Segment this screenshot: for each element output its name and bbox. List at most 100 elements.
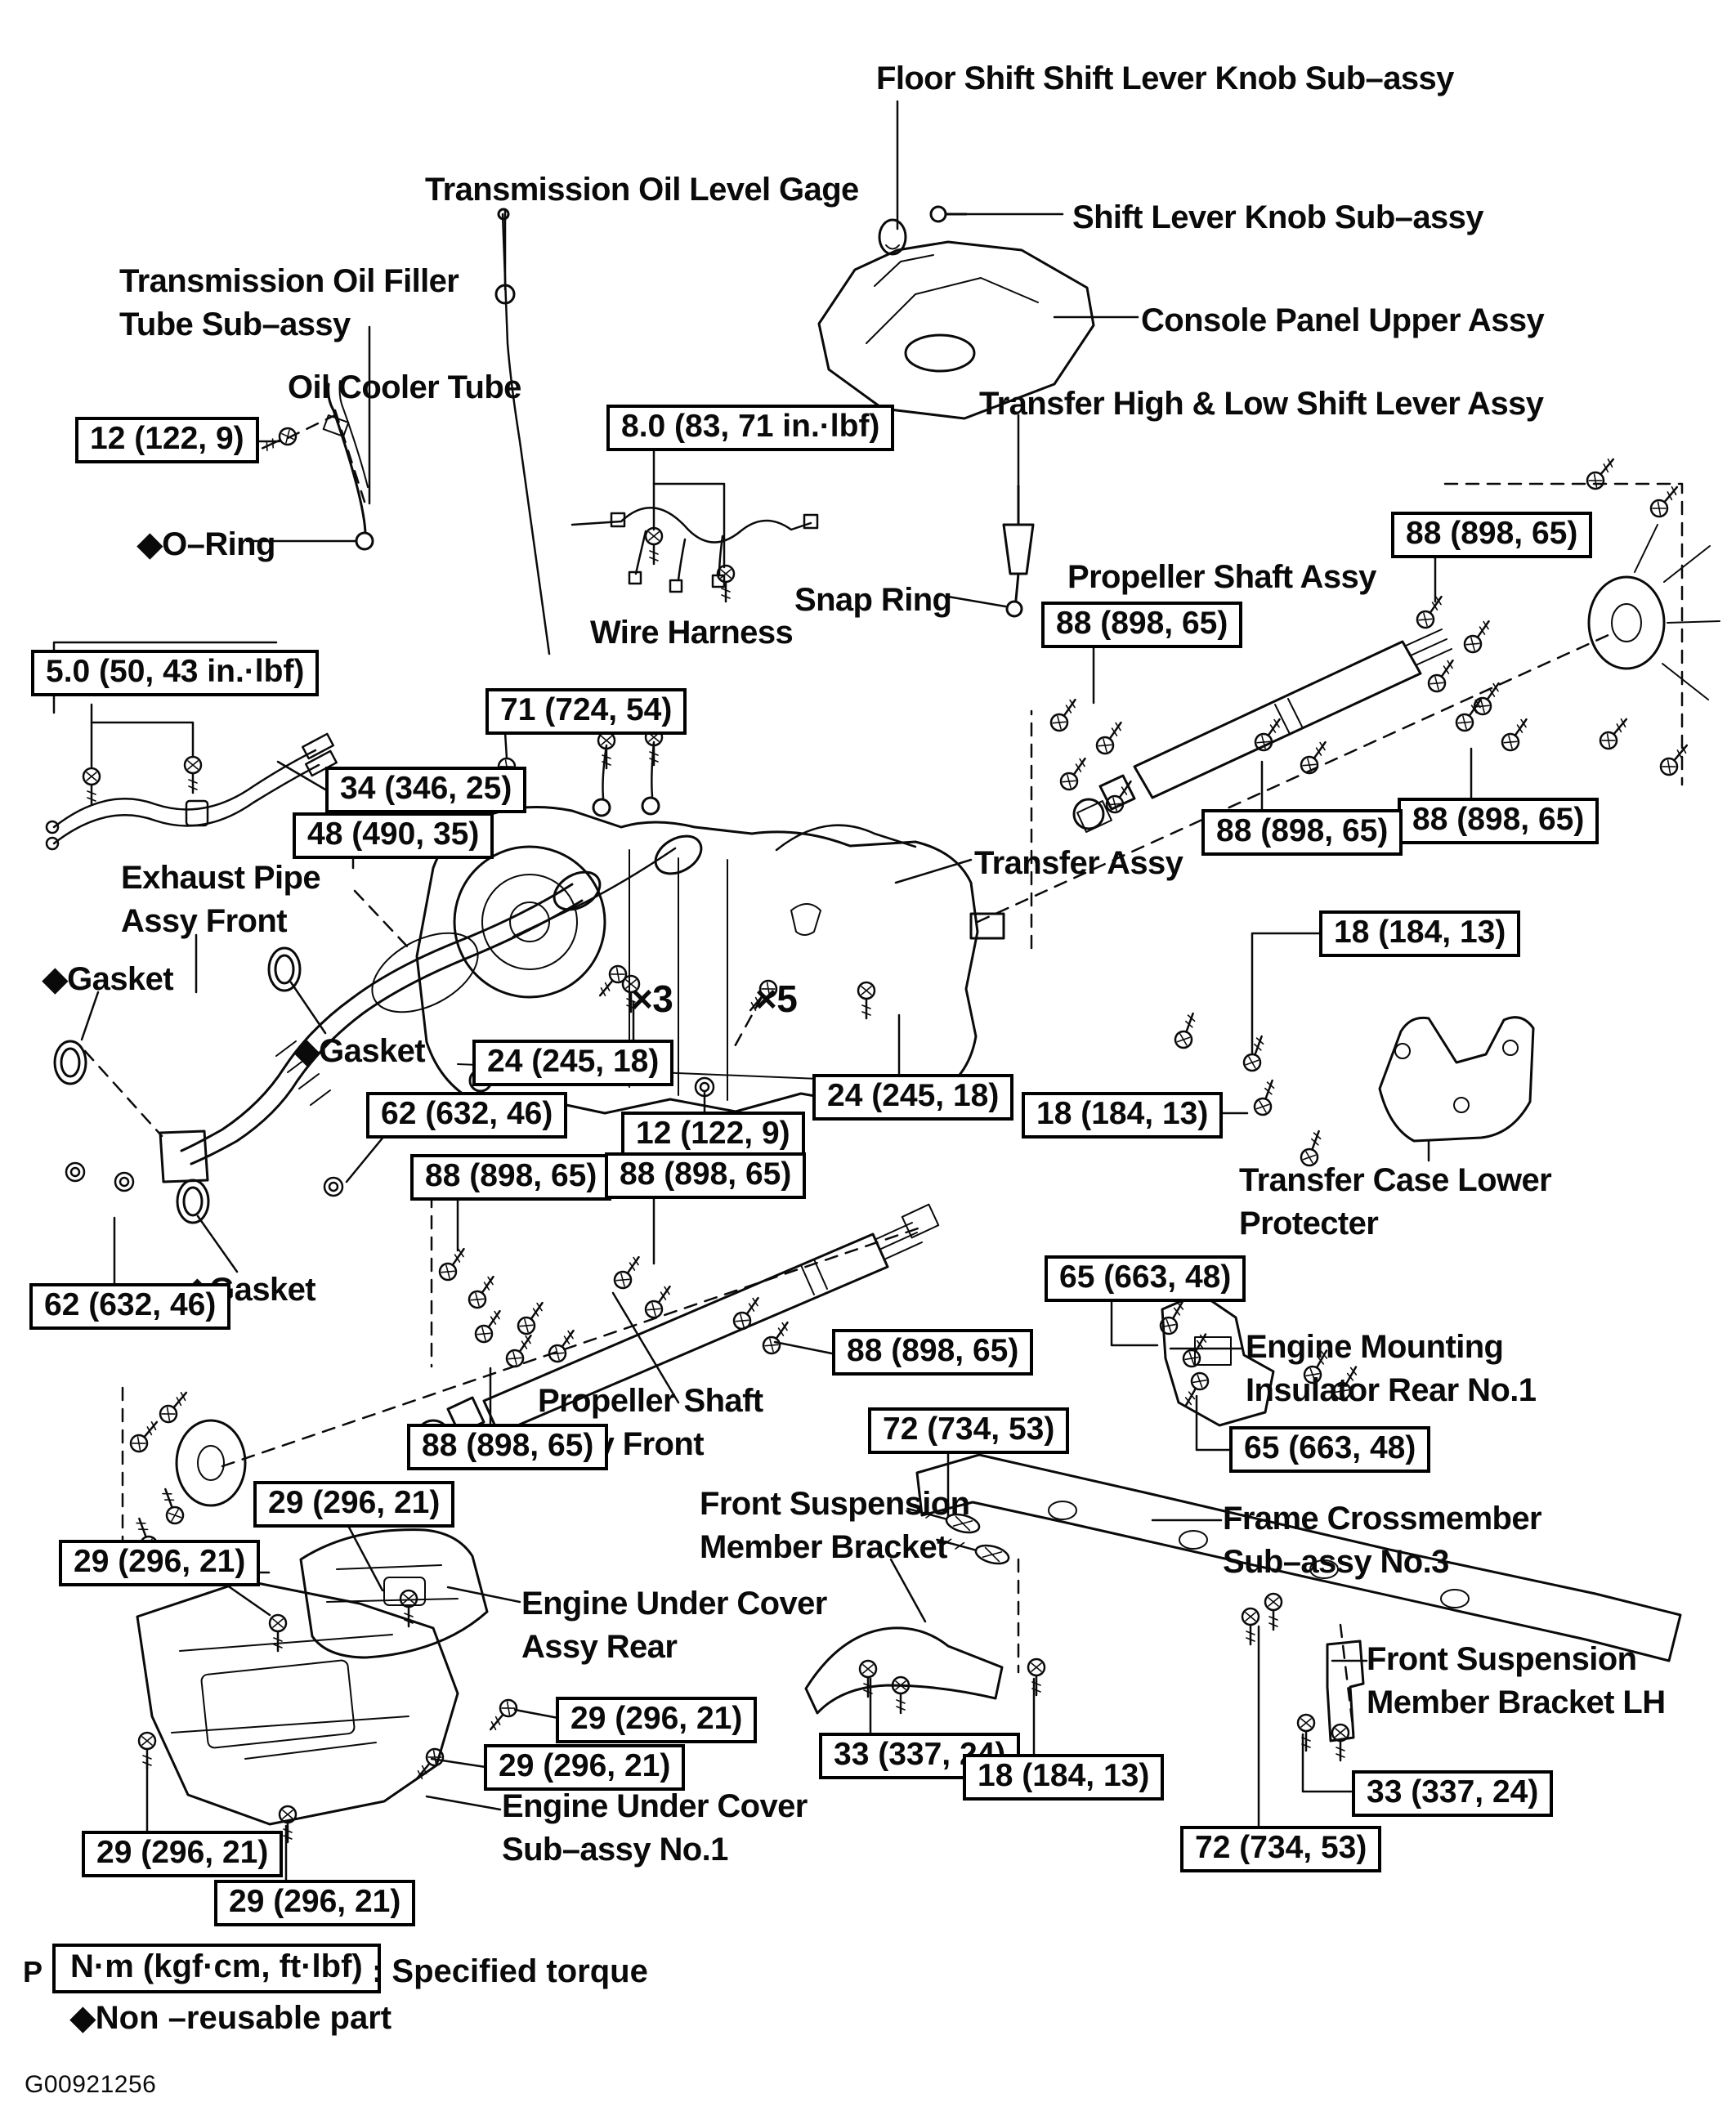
bolt-icon: [1656, 739, 1695, 780]
gasket-ring-icon: [53, 1040, 87, 1085]
dash-line: [734, 997, 762, 1048]
o-ring-icon: [356, 533, 373, 549]
leader-line: [1252, 933, 1321, 1054]
label-transfer-assy-text: Transfer Assy: [974, 845, 1183, 881]
label-exhaust-pipe-front-text: Exhaust Pipe: [121, 860, 321, 896]
torque-spec-box: 29 (296, 21): [556, 1697, 758, 1743]
exhaust-pipe-art: [53, 829, 708, 1224]
bolt-icon: [1497, 713, 1535, 755]
label-multiplier-x3: ×3: [631, 977, 673, 1021]
bolt-icon: [610, 1250, 647, 1293]
bolt-icon: [1171, 1009, 1202, 1052]
label-oil-cooler-tube: Oil Cooler Tube: [288, 366, 521, 409]
bolt-icon: [435, 1242, 472, 1285]
bolt-icon: [1646, 481, 1685, 521]
bolt-icon: [1296, 736, 1334, 778]
label-multiplier-x5: ×5: [755, 977, 798, 1021]
nut-icon: [114, 1171, 135, 1192]
torque-spec-box: 71 (724, 54): [485, 688, 687, 735]
nut-icon: [65, 1161, 86, 1183]
snap-ring-icon: [1007, 602, 1022, 616]
leader-line: [1303, 1734, 1351, 1792]
label-gasket-2-text: ◆Gasket: [294, 1033, 426, 1069]
front-susp-bracket-art: [806, 1628, 1002, 1713]
torque-spec-box: 72 (734, 53): [868, 1407, 1070, 1454]
dash-line: [1340, 1625, 1353, 1733]
leader-line: [347, 1524, 383, 1590]
torque-spec-box: 5.0 (50, 43 in.·lbf): [31, 650, 320, 696]
torque-spec-box: 29 (296, 21): [214, 1880, 416, 1926]
label-shift-lever-knob-text: Shift Lever Knob Sub–assy: [1072, 199, 1484, 235]
shift-knob-art: [879, 207, 966, 254]
label-o-ring: ◆O–Ring: [137, 523, 275, 566]
label-propeller-shaft-assy-text: Propeller Shaft Assy: [1067, 559, 1376, 595]
leader-line: [775, 1342, 832, 1353]
label-under-cover-rear-text: Engine Under Cover: [521, 1586, 827, 1622]
label-o-ring-text: ◆O–Ring: [137, 526, 275, 562]
oil-cooler-tube-art: [47, 734, 337, 849]
torque-spec-box: 65 (663, 48): [1229, 1426, 1431, 1473]
leader-line: [278, 762, 325, 790]
torque-spec-box: 88 (898, 65): [1391, 512, 1593, 558]
leader-line: [948, 597, 1005, 606]
torque-spec-box: 29 (296, 21): [253, 1481, 455, 1528]
torque-spec-box: 34 (346, 25): [325, 767, 527, 813]
dash-line: [978, 634, 1610, 922]
torque-spec-box: 33 (337, 24): [1352, 1770, 1554, 1817]
torque-spec-box: 65 (663, 48): [1045, 1255, 1246, 1302]
torque-spec-box: 88 (898, 65): [407, 1424, 609, 1470]
label-snap-ring-text: Snap Ring: [794, 582, 952, 618]
bolt-icon: [82, 767, 101, 806]
explode-dash-lines: [85, 410, 1682, 1733]
bolt-icon: [597, 731, 616, 770]
label-front-susp-bracket-lh-text: Member Bracket LH: [1367, 1684, 1666, 1720]
label-transfer-case-protecter-text: Transfer Case Lower: [1239, 1162, 1552, 1198]
bolt-icon: [891, 1675, 911, 1715]
torque-spec-box: 88 (898, 65): [1398, 798, 1600, 844]
leader-line: [1197, 1396, 1230, 1450]
dash-line: [85, 1051, 162, 1136]
bolt-icon: [1240, 1032, 1271, 1075]
dash-line: [335, 410, 365, 502]
torque-spec-box: 8.0 (83, 71 in.·lbf): [606, 405, 895, 451]
label-gasket-2: ◆Gasket: [294, 1030, 426, 1073]
legend-torque-note: : Specified torque: [372, 1953, 648, 1989]
label-gasket-1-text: ◆Gasket: [43, 961, 174, 997]
bolt-icon: [729, 1291, 767, 1334]
label-transfer-shift-lever: Transfer High & Low Shift Lever Assy: [979, 382, 1544, 426]
bolt-icon: [644, 526, 664, 566]
label-transfer-case-protecter-text: Protecter: [1239, 1206, 1379, 1241]
legend-prefix: P: [23, 1955, 43, 1989]
wire-harness-art: [572, 508, 817, 592]
leader-line: [505, 732, 507, 758]
label-oil-level-gage: Transmission Oil Level Gage: [425, 168, 859, 212]
leader-line: [1112, 1300, 1157, 1345]
torque-spec-box: 88 (898, 65): [605, 1152, 807, 1199]
label-frame-crossmember-text: Frame Crossmember: [1223, 1501, 1542, 1537]
bolt-icon: [126, 1416, 165, 1456]
torque-spec-box: 72 (734, 53): [1180, 1826, 1382, 1872]
label-transfer-assy: Transfer Assy: [974, 842, 1183, 885]
dash-line: [355, 891, 410, 950]
label-frame-crossmember-text: Sub–assy No.3: [1223, 1544, 1449, 1580]
label-engine-mounting-insulator-text: Engine Mounting: [1246, 1329, 1504, 1365]
bolt-icon: [1046, 693, 1084, 736]
label-multiplier-x5-text: ×5: [755, 977, 798, 1020]
label-wire-harness-text: Wire Harness: [590, 615, 794, 651]
bolt-icon: [1251, 1076, 1282, 1119]
bolt-icon: [1179, 1329, 1215, 1371]
label-oil-filler-tube-text: Transmission Oil Filler: [119, 263, 459, 299]
torque-spec-box: 88 (898, 65): [832, 1329, 1034, 1376]
legend-non-reusable-note: ◆Non –reusable part: [70, 2000, 392, 2036]
leader-line: [891, 1559, 925, 1622]
leader-line: [432, 1759, 485, 1767]
leader-line: [427, 1796, 500, 1810]
torque-spec-box: 29 (296, 21): [59, 1540, 261, 1586]
label-front-susp-bracket-text: Front Suspension: [700, 1486, 970, 1522]
transfer-case-protecter-art: [1380, 1018, 1533, 1141]
